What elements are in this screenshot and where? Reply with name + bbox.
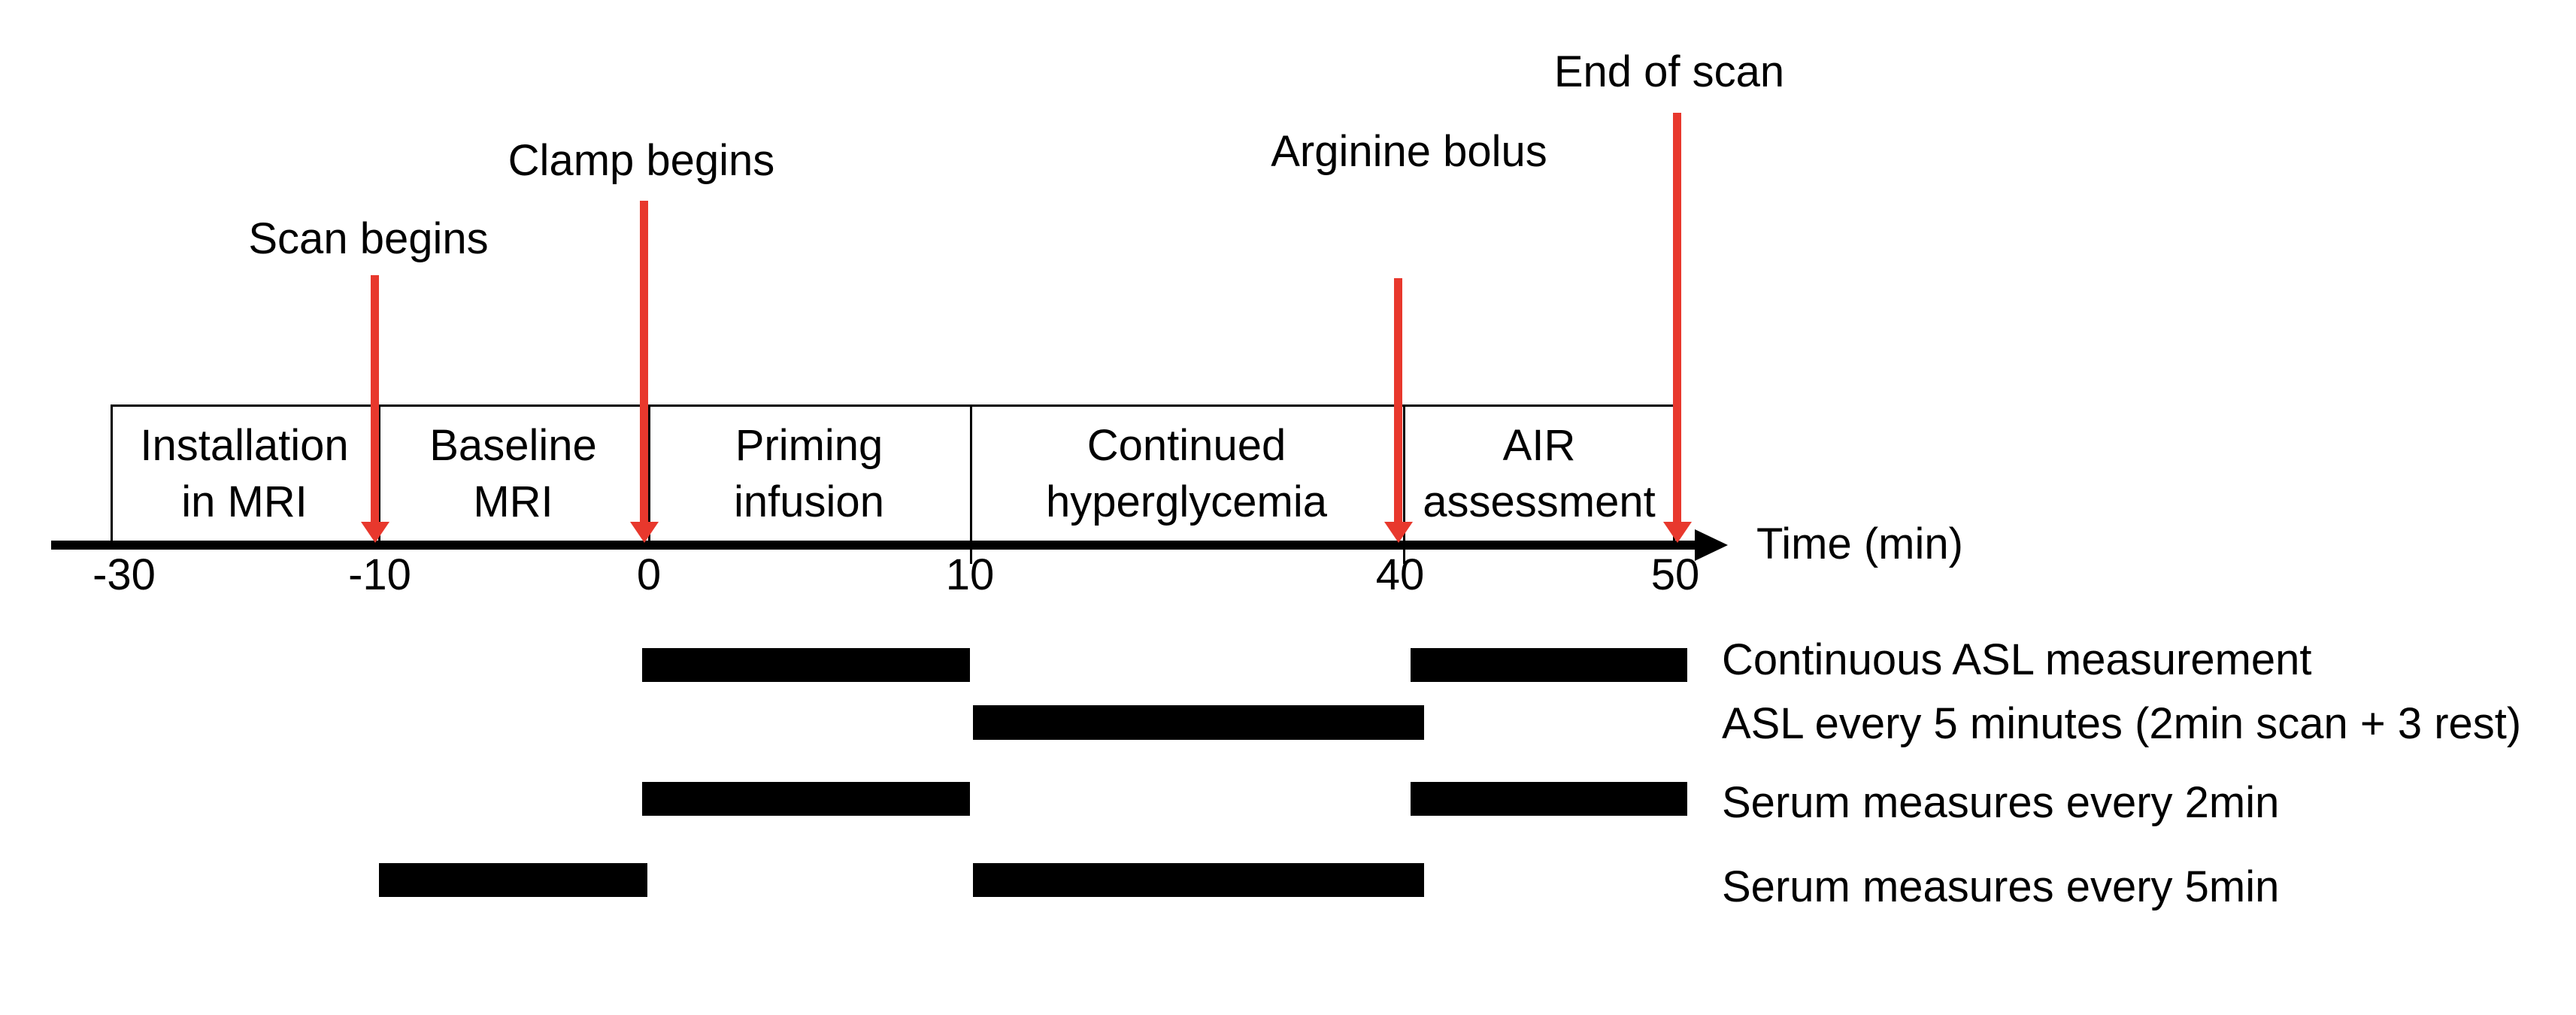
time-axis-line xyxy=(51,541,1696,550)
measurement-label-asl-every-5min: ASL every 5 minutes (2min scan + 3 rest) xyxy=(1722,699,2522,748)
bar-serum-2min-0-10 xyxy=(642,782,970,816)
phase-cell-baseline-mri: Baseline MRI xyxy=(378,404,648,543)
phase-label-line: hyperglycemia xyxy=(1046,477,1327,526)
phase-label-line: infusion xyxy=(734,477,884,526)
bar-asl-every-5min-10-40 xyxy=(973,705,1424,740)
phase-cell-installation-in-mri: Installation in MRI xyxy=(111,404,378,543)
scan-begins-arrow-shaft xyxy=(371,275,379,523)
bar-continuous-asl-0-10 xyxy=(642,648,970,682)
tick-label-10: 10 xyxy=(945,550,995,599)
phase-divider-40 xyxy=(1403,404,1405,564)
phase-label-line: assessment xyxy=(1423,477,1656,526)
measurement-label-continuous-asl: Continuous ASL measurement xyxy=(1722,635,2312,684)
scan-begins-arrow-head-icon xyxy=(361,522,389,543)
phase-label-line: AIR xyxy=(1502,421,1576,470)
phase-cell-air-assessment: AIR assessment xyxy=(1403,404,1675,543)
phase-cell-priming-infusion: Priming infusion xyxy=(648,404,970,543)
arginine-bolus-arrow-shaft xyxy=(1394,278,1402,523)
phase-label-line: Priming xyxy=(735,421,883,470)
phase-label-line: Installation xyxy=(140,421,349,470)
phase-label-line: in MRI xyxy=(181,477,308,526)
time-axis-arrowhead-icon xyxy=(1695,529,1728,561)
time-axis-label: Time (min) xyxy=(1756,520,1963,568)
tick-label-minus-10: -10 xyxy=(348,550,411,599)
tick-label-0: 0 xyxy=(636,550,662,599)
end-of-scan-arrow-shaft xyxy=(1673,113,1681,523)
phase-label-line: Continued xyxy=(1086,421,1286,470)
bar-serum-2min-40-50 xyxy=(1411,782,1687,816)
phase-divider-minus10 xyxy=(378,404,380,543)
phase-divider-0 xyxy=(648,404,650,543)
phase-label-line: MRI xyxy=(473,477,553,526)
end-of-scan-arrow-head-icon xyxy=(1663,522,1692,543)
bar-continuous-asl-40-50 xyxy=(1411,648,1687,682)
measurement-label-serum-5min: Serum measures every 5min xyxy=(1722,862,2280,911)
event-label-arginine-bolus: Arginine bolus xyxy=(1271,127,1547,176)
clamp-begins-arrow-head-icon xyxy=(630,522,659,543)
measurement-label-serum-2min: Serum measures every 2min xyxy=(1722,778,2280,827)
event-label-scan-begins: Scan begins xyxy=(248,214,489,263)
tick-label-40: 40 xyxy=(1375,550,1425,599)
tick-label-50: 50 xyxy=(1650,550,1700,599)
event-label-end-of-scan: End of scan xyxy=(1553,47,1785,96)
phase-label-line: Baseline xyxy=(429,421,597,470)
bar-serum-5min-minus10-0 xyxy=(379,863,647,897)
phase-divider-10 xyxy=(970,404,972,564)
tick-label-minus-30: -30 xyxy=(92,550,156,599)
arginine-bolus-arrow-head-icon xyxy=(1384,522,1413,543)
bar-serum-5min-10-40 xyxy=(973,863,1424,897)
event-label-clamp-begins: Clamp begins xyxy=(508,136,775,185)
clamp-begins-arrow-shaft xyxy=(640,201,648,523)
phase-cell-continued-hyperglycemia: Continued hyperglycemia xyxy=(970,404,1403,543)
